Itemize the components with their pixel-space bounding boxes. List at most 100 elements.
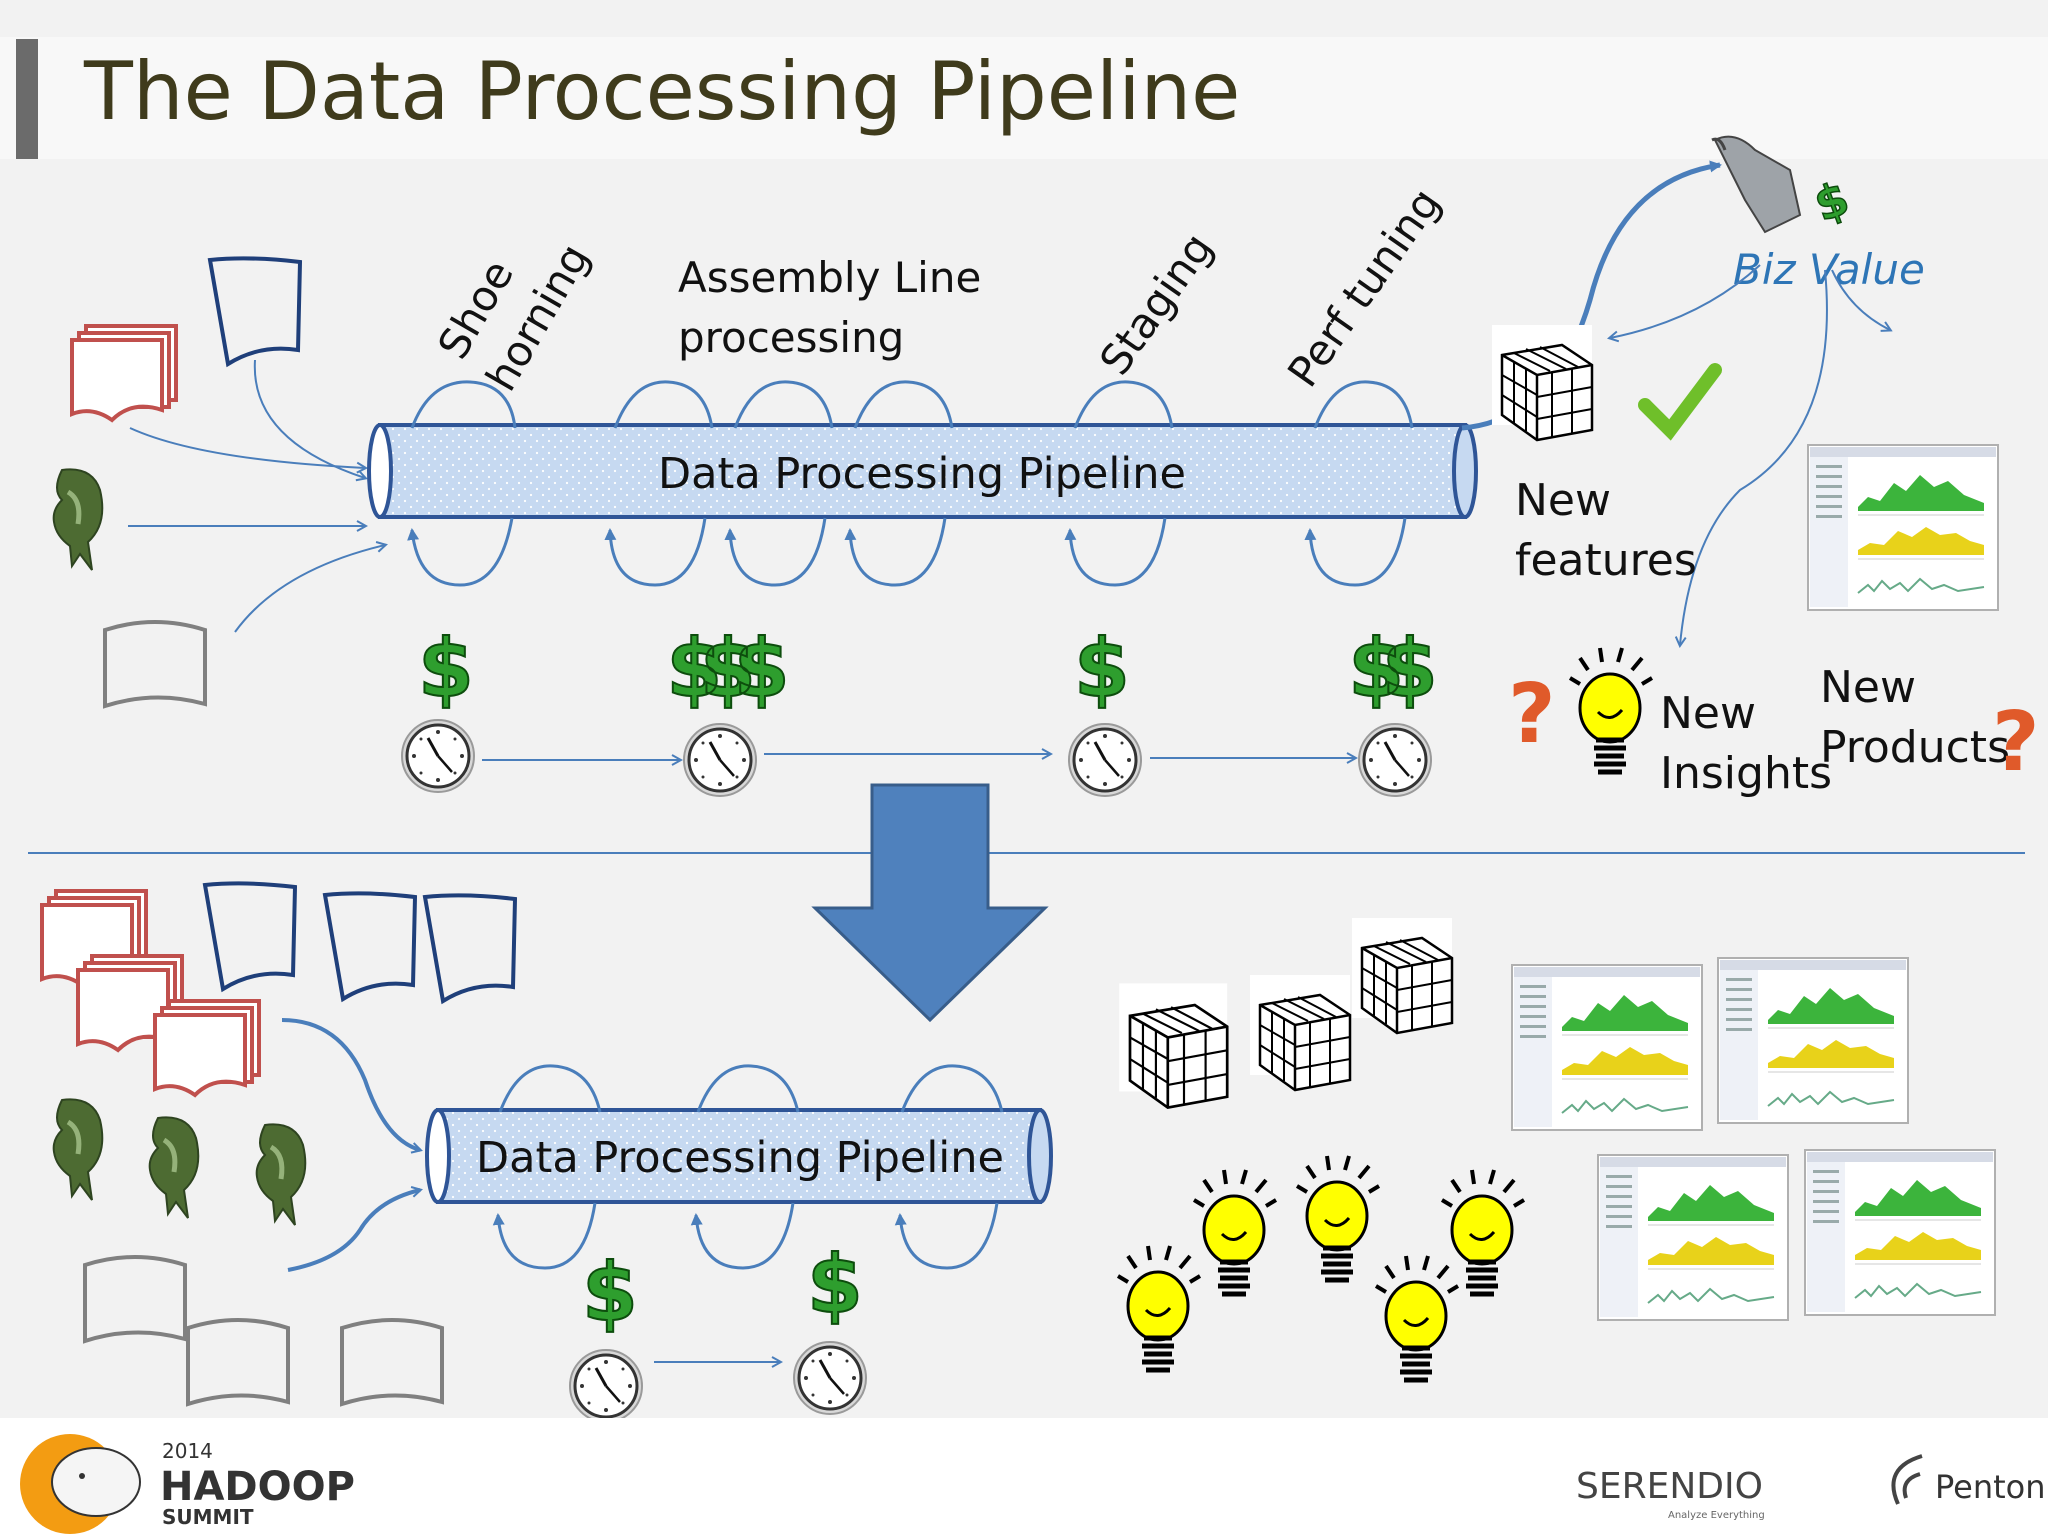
cost-dollar: $$	[1348, 622, 1433, 715]
lightbulb-icon	[1442, 1170, 1524, 1294]
loop-arrow	[1304, 517, 1407, 587]
faucet-dollar-icon: $	[1807, 171, 1856, 233]
lightbulb-icon	[1297, 1156, 1379, 1280]
serendio-logo: SERENDIO Analyze Everything	[1576, 1466, 1765, 1521]
source-flag-document	[103, 620, 207, 708]
serendio-tagline: Analyze Everything	[1668, 1510, 1765, 1521]
new-features-label-1: New	[1515, 475, 1611, 526]
report-screenshot-icon	[1804, 1149, 1996, 1316]
loop-arrow	[410, 380, 517, 429]
penton-swoosh-icon	[1891, 1454, 1923, 1505]
penton-logo: Penton	[1891, 1454, 2046, 1506]
loop-arrow	[1073, 380, 1174, 429]
loop-arrow	[492, 1202, 597, 1270]
report-screenshot-icon	[1717, 957, 1909, 1124]
hadoop-summit-logo: 2014 HADOOP SUMMIT	[20, 1434, 355, 1534]
source-flag-document	[83, 1255, 187, 1343]
cube-icon	[1350, 916, 1454, 1035]
source-page	[208, 256, 302, 366]
hadoop-year: 2014	[162, 1439, 213, 1463]
title-bar	[0, 37, 2048, 159]
cost-dollar: $	[582, 1246, 638, 1339]
question-mark-icon	[1508, 667, 1556, 762]
footer-logos: 2014 HADOOP SUMMIT SERENDIO Analyze Ever…	[20, 1434, 2046, 1534]
penton-wordmark: Penton	[1935, 1468, 2046, 1506]
report-screenshot-icon	[1597, 1154, 1789, 1321]
cost-dollar: $$$	[667, 622, 785, 715]
new-insights-label-1: New	[1660, 688, 1756, 739]
new-products-label-1: New	[1820, 662, 1916, 713]
stage-label-assembly-line: Assembly Line	[678, 253, 981, 302]
stage-label-perf-tuning: Perf tuning	[1278, 179, 1450, 395]
serendio-wordmark: SERENDIO	[1576, 1466, 1763, 1507]
cost-dollar: $	[807, 1238, 863, 1331]
pipe-label-bottom: Data Processing Pipeline	[476, 1133, 1004, 1183]
loop-arrow	[696, 1064, 800, 1113]
source-page	[203, 881, 297, 991]
big-down-arrow	[811, 783, 1049, 1023]
checkmark-icon	[1638, 363, 1722, 441]
source-flag-document	[186, 1318, 290, 1406]
twitter-icon	[54, 469, 103, 570]
lightbulb-icon	[1118, 1246, 1200, 1370]
cube-icon	[1490, 323, 1594, 442]
pipe-body	[436, 1108, 1042, 1204]
faucet-icon: $	[1711, 135, 1857, 234]
cube-icon	[1117, 982, 1229, 1109]
source-page	[323, 891, 417, 1001]
title-accent-bar	[16, 39, 38, 159]
pipe-label-top: Data Processing Pipeline	[658, 449, 1186, 499]
loop-arrow	[733, 380, 834, 429]
stage-label-staging: Staging	[1090, 224, 1222, 384]
twitter-icon	[150, 1117, 199, 1218]
pipe-opening	[367, 423, 393, 519]
loop-arrow	[604, 517, 707, 587]
flow-arrow	[281, 1018, 420, 1150]
source-flag-document	[340, 1318, 444, 1406]
report-screenshot-icon	[1807, 444, 1999, 611]
loop-arrows-top	[407, 380, 1414, 587]
loop-arrow	[853, 380, 954, 429]
report-screenshot-icon	[1511, 964, 1703, 1131]
stage-label-processing: processing	[678, 313, 904, 362]
flow-arrow	[287, 1190, 420, 1272]
lightbulb-icon	[1376, 1256, 1458, 1380]
flow-arrow	[234, 545, 385, 633]
loop-arrow	[724, 517, 827, 587]
clock-icon	[792, 1340, 868, 1416]
source-page	[423, 893, 517, 1003]
value-arrow	[1831, 269, 1890, 330]
source-document-stack	[153, 999, 261, 1097]
loop-arrow	[844, 517, 947, 587]
clock-icon	[1067, 722, 1143, 798]
clock-icon	[682, 722, 758, 798]
flow-arrow	[129, 427, 365, 468]
loop-arrow	[1313, 380, 1414, 429]
pipeline-bottom	[425, 1108, 1053, 1204]
lightbulb-icon	[1570, 648, 1652, 772]
value-arrow	[1680, 269, 1828, 645]
loop-arrow	[498, 1064, 602, 1113]
cost-dollar: $	[1074, 622, 1130, 715]
loop-arrow	[690, 1202, 795, 1270]
twitter-icon	[54, 1099, 103, 1200]
cost-dollar: $	[418, 622, 474, 715]
biz-value-label: Biz Value	[1733, 245, 1925, 294]
clock-icon	[400, 718, 476, 794]
pipe-opening	[425, 1108, 451, 1204]
cube-icon	[1248, 973, 1352, 1092]
pipeline-top	[367, 423, 1478, 519]
new-products-label-2: Products	[1820, 722, 2010, 773]
hadoop-summit-label: SUMMIT	[162, 1505, 254, 1529]
new-features-label-2: features	[1515, 535, 1697, 586]
hadoop-name: HADOOP	[160, 1464, 355, 1510]
value-arrow	[1610, 264, 1761, 338]
flow-arrow	[253, 359, 365, 478]
clock-icon	[1357, 722, 1433, 798]
loop-arrow	[894, 1202, 999, 1270]
loop-arrow	[1064, 517, 1167, 587]
elephant-icon	[51, 1447, 141, 1517]
page-title: The Data Processing Pipeline	[84, 45, 1241, 138]
loop-arrow	[900, 1064, 1004, 1113]
